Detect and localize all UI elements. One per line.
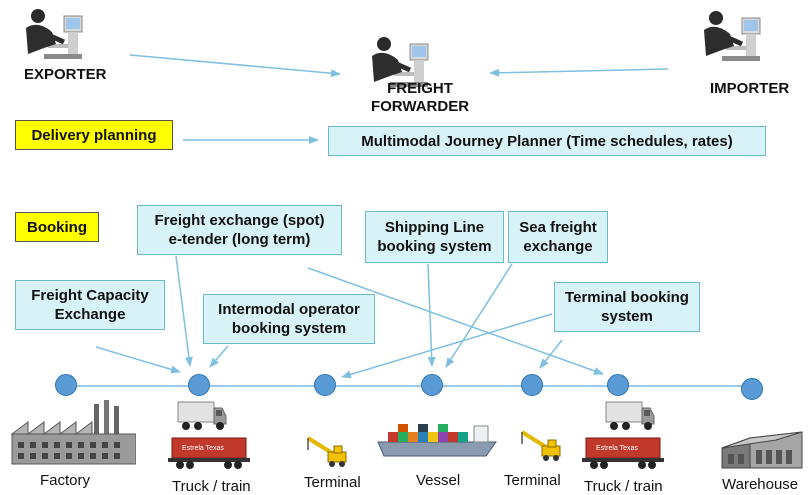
- arrow-exchange-truck: [175, 255, 193, 367]
- capacity-line1: Freight Capacity: [31, 287, 149, 304]
- stage-label-warehouse: Warehouse: [722, 476, 799, 493]
- arrow-intermodal-truck: [209, 345, 229, 368]
- truck-icon: [177, 401, 227, 430]
- freight-forwarder-label: FREIGHT FORWARDER: [360, 80, 480, 116]
- stage-label-truck-train-2: Truck / train: [584, 478, 663, 495]
- stage-node-terminal: [314, 374, 336, 396]
- truck-icon: [605, 401, 655, 430]
- crane-icon: [306, 436, 347, 467]
- arrow-terminal-booking-terminal2: [539, 339, 563, 369]
- freight-exchange-line2: e-tender (long term): [168, 231, 311, 248]
- intermodal-line2: booking system: [231, 320, 347, 337]
- shipping-line-line1: Shipping Line: [384, 219, 485, 236]
- ship-icon: [377, 424, 497, 457]
- arrow-importer-forwarder: [489, 68, 669, 77]
- arrow-terminal-booking-terminal1: [341, 313, 553, 379]
- multimodal-journey-planner: Multimodal Journey Planner (Time schedul…: [328, 126, 766, 156]
- freight-forwarder-line2: FORWARDER: [370, 98, 470, 115]
- crane-icon: [520, 430, 561, 461]
- person-at-computer-icon: [26, 9, 83, 59]
- arrow-exporter-forwarder: [129, 54, 341, 78]
- freight-exchange-line1: Freight exchange (spot): [154, 212, 325, 229]
- intermodal-operator-box: Intermodal operator booking system: [203, 294, 375, 344]
- stage-label-factory: Factory: [40, 472, 91, 489]
- arrow-capacity-truck: [95, 346, 181, 374]
- freight-capacity-exchange-box: Freight Capacity Exchange: [15, 280, 165, 330]
- container-text: Estrela Texas: [182, 445, 224, 452]
- stage-node-factory: [55, 374, 77, 396]
- person-at-computer-icon: [704, 11, 761, 61]
- arrow-shipping-vessel: [427, 263, 436, 367]
- arrow-seafreight-vessel: [445, 263, 513, 368]
- stage-node-warehouse: [741, 378, 763, 400]
- stage-label-vessel: Vessel: [416, 472, 461, 489]
- sea-freight-line2: exchange: [523, 238, 593, 255]
- intermodal-line1: Intermodal operator: [218, 301, 360, 318]
- terminal-booking-line1: Terminal booking: [565, 289, 689, 306]
- train-wagon-icon: Estrela Texas: [168, 437, 250, 469]
- sea-freight-exchange-box: Sea freight exchange: [508, 211, 608, 263]
- stage-node-vessel: [421, 374, 443, 396]
- shipping-line-box: Shipping Line booking system: [365, 211, 504, 263]
- booking-label: Booking: [15, 212, 99, 242]
- stage-node-terminal-2: [521, 374, 543, 396]
- factory-icon: [10, 400, 136, 465]
- shipping-line-line2: booking system: [377, 238, 492, 255]
- stage-label-terminal-2: Terminal: [504, 472, 561, 489]
- delivery-planning-label: Delivery planning: [15, 120, 173, 150]
- container-text: Estrela Texas: [596, 445, 638, 452]
- terminal-booking-box: Terminal booking system: [554, 282, 700, 332]
- importer-label: IMPORTER: [710, 80, 790, 97]
- stage-node-truck-train: [188, 374, 210, 396]
- exporter-label: EXPORTER: [24, 66, 107, 83]
- arrow-exchange-truck2: [307, 267, 604, 375]
- terminal-booking-line2: system: [601, 308, 653, 325]
- freight-exchange-box: Freight exchange (spot) e-tender (long t…: [137, 205, 342, 255]
- train-wagon-icon: Estrela Texas: [582, 437, 664, 469]
- capacity-line2: Exchange: [54, 306, 126, 323]
- stage-node-truck-train-2: [607, 374, 629, 396]
- sea-freight-line1: Sea freight: [519, 219, 597, 236]
- stage-label-truck-train: Truck / train: [172, 478, 251, 495]
- warehouse-icon: [721, 431, 803, 469]
- stage-label-terminal: Terminal: [304, 474, 361, 491]
- person-at-computer-icon: [372, 37, 429, 87]
- freight-forwarder-line1: FREIGHT: [387, 80, 453, 97]
